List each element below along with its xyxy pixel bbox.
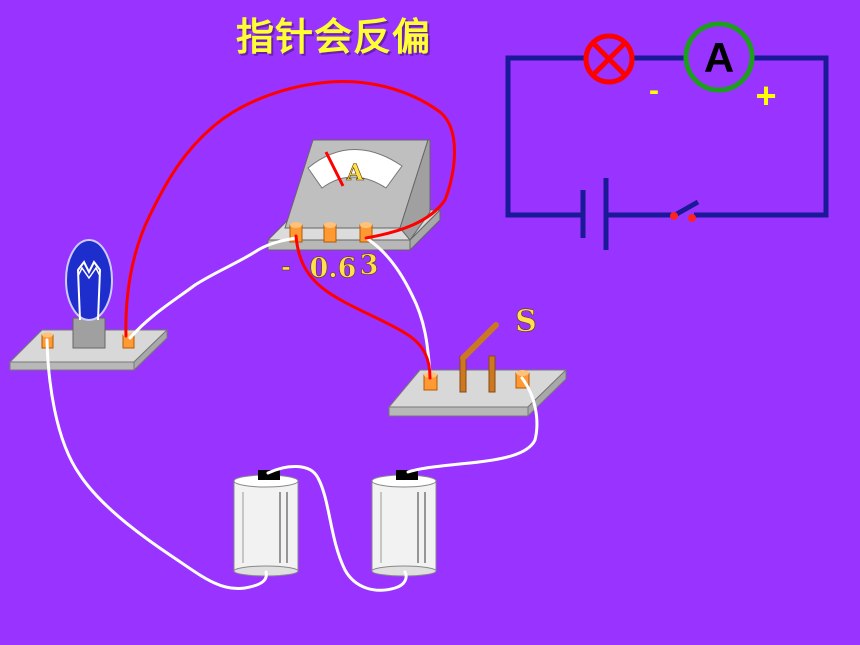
ammeter-needle — [324, 151, 345, 187]
light-bulb — [65, 239, 113, 321]
schematic-wire-right — [694, 55, 829, 218]
battery-symbol — [580, 178, 609, 250]
switch-symbol — [670, 199, 700, 222]
battery-right — [371, 470, 437, 577]
ammeter-label-negative: - — [281, 252, 291, 281]
wire-battery-link — [266, 465, 408, 592]
plus-sign: + — [755, 75, 776, 116]
wire-ammeter-to-switch — [364, 236, 432, 377]
switch-label: S — [515, 304, 537, 339]
wire-switch-to-battery — [406, 376, 539, 474]
circuit-schematic: A - + — [505, 21, 829, 250]
minus-sign: - — [649, 74, 659, 107]
lamp-board — [8, 239, 169, 372]
page-title: 指针会反偏 — [236, 15, 432, 59]
ammeter-face-letter: A — [345, 160, 364, 186]
ammeter-label-0-6: 0.6 — [310, 253, 357, 284]
ammeter-symbol-letter: A — [704, 34, 734, 81]
lamp-symbol — [583, 33, 635, 85]
battery-left — [233, 470, 299, 577]
wire-ammeter-negative-to-switch — [294, 234, 432, 380]
ammeter-device: A — [266, 139, 442, 252]
ammeter-terminal-0-6 — [323, 222, 337, 243]
switch-board — [387, 322, 568, 418]
wire-lamp-to-ammeter — [128, 236, 298, 340]
ammeter-label-3: 3 — [360, 250, 379, 281]
switch-blade — [460, 322, 499, 361]
schematic-wire-loop — [505, 55, 585, 218]
wire-lamp-to-ammeter-3 — [124, 80, 456, 338]
switch-terminal-left — [423, 372, 438, 391]
wire-lamp-to-battery — [45, 338, 268, 591]
ammeter-symbol: A — [683, 21, 755, 93]
